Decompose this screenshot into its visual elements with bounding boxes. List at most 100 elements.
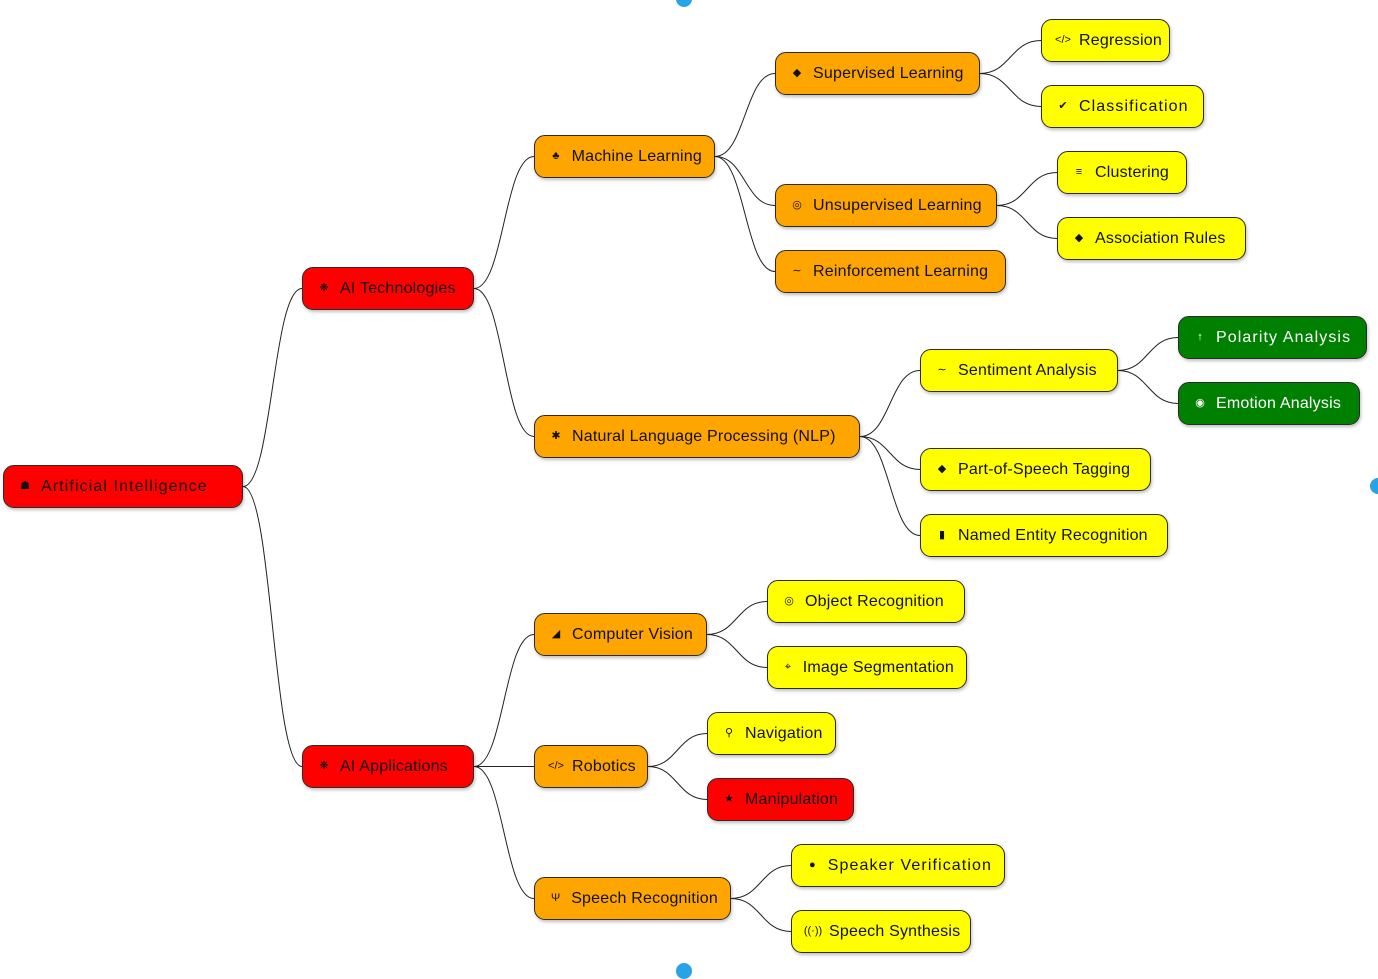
node-named-entity-recognition[interactable]: ▮ Named Entity Recognition <box>920 514 1168 557</box>
star-icon: ★ <box>724 793 734 805</box>
home-icon: ☗ <box>20 480 30 492</box>
node-regression[interactable]: </> Regression <box>1041 19 1170 62</box>
edge-rob-nav <box>647 733 708 767</box>
node-label: Object Recognition <box>805 592 944 610</box>
code-icon: </> <box>1055 34 1071 46</box>
canvas-handle-bottom[interactable] <box>676 963 692 979</box>
node-label: Artificial Intelligence <box>41 477 208 495</box>
edge-sup-cls <box>979 73 1042 107</box>
edge-ml-sup <box>714 73 776 157</box>
canvas-handle-right[interactable] <box>1370 478 1378 494</box>
edge-ml-unsup <box>714 156 776 206</box>
node-speech-synthesis[interactable]: ((·)) Speech Synthesis <box>791 910 971 953</box>
node-label: Association Rules <box>1095 229 1226 247</box>
user-icon: ● <box>809 859 816 871</box>
map-pin-icon: ⚲ <box>724 727 734 739</box>
edge-unsup-clu <box>996 172 1058 206</box>
node-object-recognition[interactable]: ◎ Object Recognition <box>767 580 965 623</box>
node-association-rules[interactable]: ◆ Association Rules <box>1057 217 1246 260</box>
node-robotics[interactable]: </> Robotics <box>534 745 648 788</box>
node-label: Speech Synthesis <box>829 922 961 940</box>
edge-nlp-pos <box>859 436 921 470</box>
node-label: Named Entity Recognition <box>958 526 1148 544</box>
edge-unsup-assoc <box>996 205 1058 239</box>
edge-nlp-ner <box>859 436 921 536</box>
node-label: Computer Vision <box>572 625 693 643</box>
list-icon: ≡ <box>1075 166 1083 178</box>
broadcast-icon: ((·)) <box>803 925 823 937</box>
node-part-of-speech-tagging[interactable]: ◆ Part-of-Speech Tagging <box>920 448 1151 491</box>
node-label: Polarity Analysis <box>1216 328 1352 346</box>
edge-sent-pol <box>1117 337 1179 371</box>
node-natural-language-processing[interactable]: ✱ Natural Language Processing (NLP) <box>534 415 860 458</box>
target-icon: ◎ <box>784 595 794 607</box>
check-circle-icon: ✔ <box>1058 100 1068 112</box>
edge-speech-spkver <box>730 865 792 899</box>
edge-cv-seg <box>706 634 768 668</box>
node-speaker-verification[interactable]: ● Speaker Verification <box>791 844 1005 887</box>
microphone-icon: Ψ <box>550 892 561 904</box>
node-label: Manipulation <box>745 790 839 808</box>
node-label: Navigation <box>745 724 823 742</box>
node-label: Machine Learning <box>571 147 702 165</box>
node-label: Emotion Analysis <box>1216 394 1342 412</box>
node-label: Unsupervised Learning <box>813 196 982 214</box>
edge-sup-reg <box>979 40 1042 74</box>
node-polarity-analysis[interactable]: ↑ Polarity Analysis <box>1178 316 1367 359</box>
node-navigation[interactable]: ⚲ Navigation <box>707 712 836 755</box>
node-label: AI Technologies <box>340 279 456 297</box>
edge-apps-cv <box>473 634 535 767</box>
edge-apps-speech <box>473 766 535 899</box>
canvas-handle-top[interactable] <box>676 0 692 7</box>
edge-root-apps <box>242 486 303 767</box>
pulse-icon: ∼ <box>792 265 802 277</box>
edge-rob-manip <box>647 766 708 800</box>
node-clustering[interactable]: ≡ Clustering <box>1057 151 1187 194</box>
node-label: Sentiment Analysis <box>958 361 1097 379</box>
node-speech-recognition[interactable]: Ψ Speech Recognition <box>534 877 731 920</box>
edge-speech-spksyn <box>730 898 792 932</box>
cog-icon: ❋ <box>319 282 329 294</box>
node-supervised-learning[interactable]: ◆ Supervised Learning <box>775 52 980 95</box>
node-label: Supervised Learning <box>813 64 964 82</box>
node-machine-learning[interactable]: ♣ Machine Learning <box>534 135 715 178</box>
node-label: Speech Recognition <box>571 889 718 907</box>
node-label: Clustering <box>1095 163 1170 181</box>
node-unsupervised-learning[interactable]: ◎ Unsupervised Learning <box>775 184 997 227</box>
node-label: Classification <box>1079 97 1189 115</box>
tag-icon: ◆ <box>1074 232 1084 244</box>
edge-root-tech <box>242 288 303 487</box>
node-label: Reinforcement Learning <box>813 262 989 280</box>
tag-icon: ◆ <box>792 67 802 79</box>
edge-tech-nlp <box>473 288 535 437</box>
node-reinforcement-learning[interactable]: ∼ Reinforcement Learning <box>775 250 1006 293</box>
node-emotion-analysis[interactable]: ◉ Emotion Analysis <box>1178 382 1360 425</box>
cog-icon: ❋ <box>319 760 329 772</box>
node-image-segmentation[interactable]: ⌖ Image Segmentation <box>767 646 967 689</box>
puzzle-icon: ♣ <box>552 150 560 162</box>
node-label: Speaker Verification <box>827 856 992 874</box>
node-label: Part-of-Speech Tagging <box>958 460 1131 478</box>
node-classification[interactable]: ✔ Classification <box>1041 85 1204 128</box>
crop-icon: ⌖ <box>784 661 791 673</box>
gear-icon: ✱ <box>551 430 561 442</box>
edge-ml-rl <box>714 156 776 272</box>
code-icon: </> <box>548 760 564 772</box>
node-computer-vision[interactable]: ◢ Computer Vision <box>534 613 707 656</box>
image-icon: ◢ <box>551 628 561 640</box>
edge-sent-emo <box>1117 370 1179 404</box>
eye-icon: ◉ <box>1195 397 1205 409</box>
arrow-up-icon: ↑ <box>1197 331 1203 343</box>
node-label: Robotics <box>572 757 636 775</box>
pulse-icon: ∼ <box>937 364 947 376</box>
node-label: AI Applications <box>340 757 448 775</box>
node-label: Regression <box>1079 31 1162 49</box>
node-ai-applications[interactable]: ❋ AI Applications <box>302 745 474 788</box>
node-sentiment-analysis[interactable]: ∼ Sentiment Analysis <box>920 349 1118 392</box>
node-ai-technologies[interactable]: ❋ AI Technologies <box>302 267 474 310</box>
node-artificial-intelligence[interactable]: ☗ Artificial Intelligence <box>3 465 243 508</box>
node-manipulation[interactable]: ★ Manipulation <box>707 778 854 821</box>
circle-icon: ◎ <box>792 199 802 211</box>
edge-tech-ml <box>473 156 535 289</box>
